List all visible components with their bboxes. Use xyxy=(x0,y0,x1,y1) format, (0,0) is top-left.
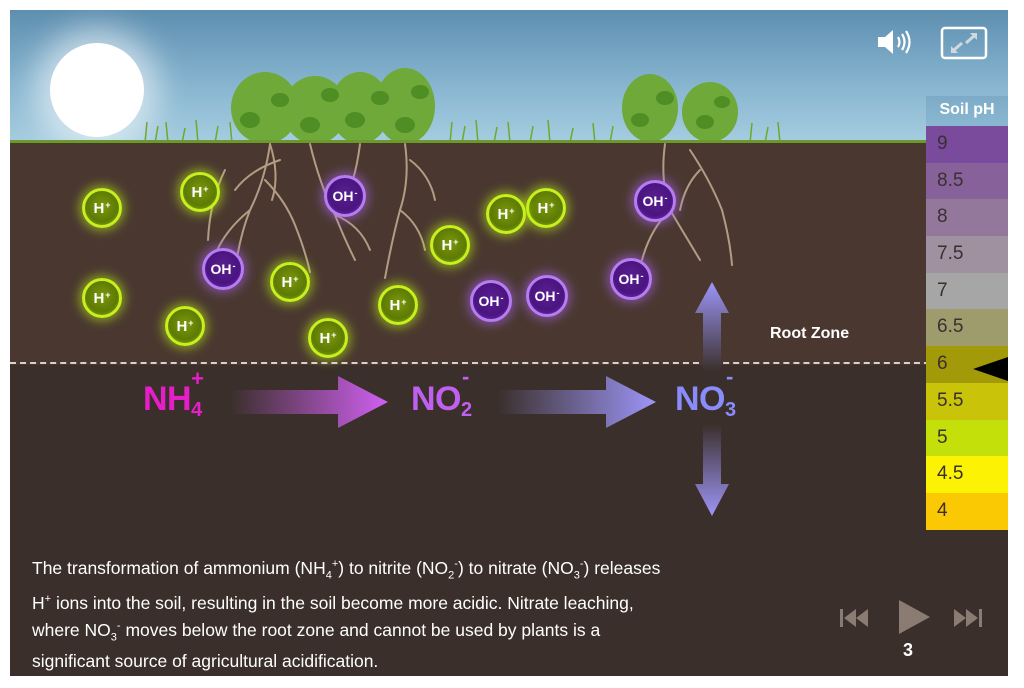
ph-level: 8.5 xyxy=(926,162,1008,200)
ph-level: 7 xyxy=(926,272,1008,310)
ph-level: 5.5 xyxy=(926,382,1008,420)
hydroxide-ion: OH- xyxy=(634,180,676,222)
ph-scale-title: Soil pH xyxy=(926,96,1008,126)
caption-text: The transformation of ammonium (NH4+) to… xyxy=(32,557,661,671)
hydroxide-ion: OH- xyxy=(202,248,244,290)
hydroxide-ion: OH- xyxy=(470,280,512,322)
hydroxide-ion: OH- xyxy=(526,275,568,317)
ph-level: 4 xyxy=(926,492,1008,530)
animation-stage: H+H+OH-H+OH-OH-H+OH-H+H+H+OH-OH-H+H+H+ R… xyxy=(10,10,1008,676)
root-zone-label: Root Zone xyxy=(770,325,850,342)
skip-forward-icon[interactable] xyxy=(950,606,986,630)
ph-level: 4.5 xyxy=(926,456,1008,493)
page-number: 3 xyxy=(902,640,913,660)
hydrogen-ion: H+ xyxy=(308,318,348,358)
arrow-no3-down xyxy=(695,424,729,516)
hydrogen-ion: H+ xyxy=(378,285,418,325)
ph-level: 8 xyxy=(926,199,1008,237)
root-zone-boundary xyxy=(10,362,930,364)
hydroxide-ion: OH- xyxy=(324,175,366,217)
hydrogen-ion: H+ xyxy=(165,306,205,346)
fullscreen-icon[interactable] xyxy=(940,26,988,60)
arrow-nh4-to-no2 xyxy=(230,376,388,428)
hydroxide-ion: OH- xyxy=(610,258,652,300)
hydrogen-ion: H+ xyxy=(526,188,566,228)
hydrogen-ion: H+ xyxy=(180,172,220,212)
sun xyxy=(50,43,144,137)
hydrogen-ion: H+ xyxy=(82,188,122,228)
hydrogen-ion: H+ xyxy=(486,194,526,234)
nitrite-label: NO-2 xyxy=(411,364,472,421)
hydrogen-ion: H+ xyxy=(82,278,122,318)
speaker-icon[interactable] xyxy=(874,26,914,58)
plant-roots xyxy=(207,143,733,279)
arrow-no3-up xyxy=(695,282,729,372)
ph-indicator-arrow-icon xyxy=(973,357,1008,381)
sky xyxy=(10,10,1008,143)
ammonium-label: NH+4 xyxy=(143,366,204,421)
play-icon[interactable] xyxy=(896,598,932,636)
nitrate-label: NO-3 xyxy=(675,364,736,421)
hydrogen-ion: H+ xyxy=(270,262,310,302)
hydrogen-ion: H+ xyxy=(430,225,470,265)
ph-level: 9 xyxy=(926,126,1008,163)
skip-back-icon[interactable] xyxy=(838,606,874,630)
ph-level: 5 xyxy=(926,419,1008,457)
arrow-no2-to-no3 xyxy=(497,376,656,428)
ph-level: 7.5 xyxy=(926,236,1008,273)
grass-and-plants xyxy=(10,68,1008,144)
ph-level: 6.5 xyxy=(926,309,1008,347)
reaction-arrows xyxy=(230,282,729,516)
